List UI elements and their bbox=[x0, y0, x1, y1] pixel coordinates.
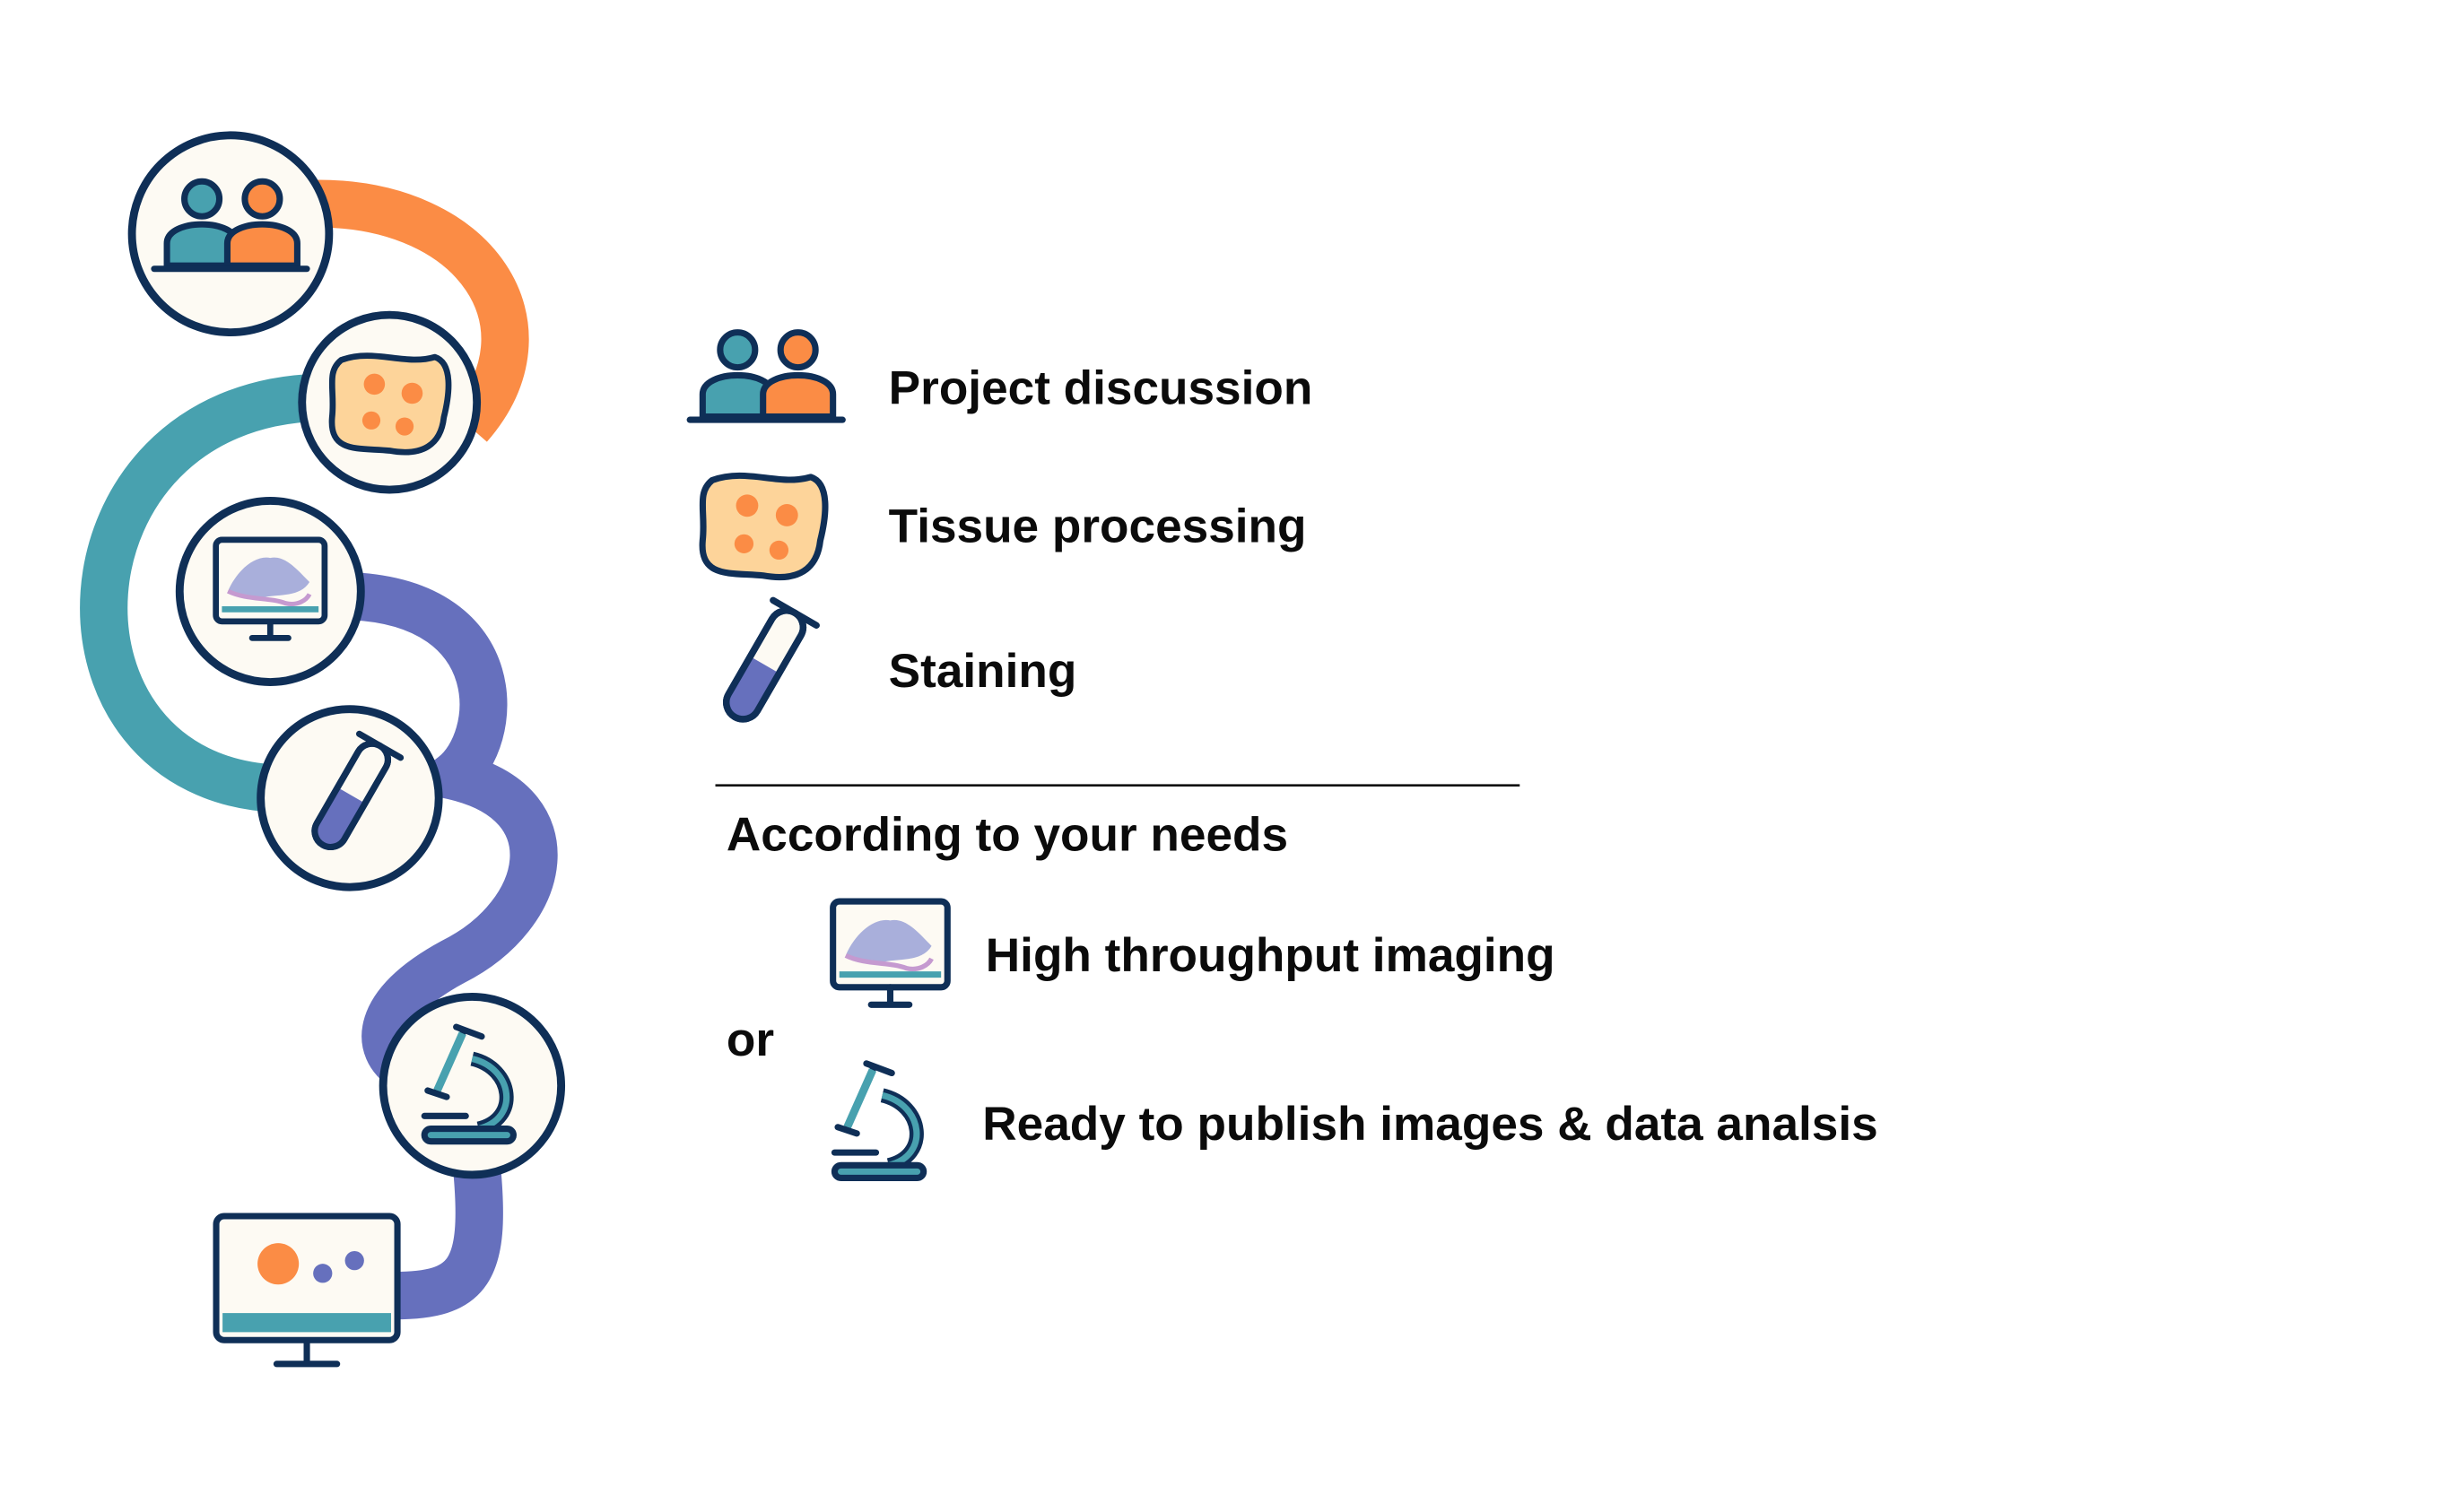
node-project-discussion bbox=[127, 131, 334, 337]
node-tissue-processing bbox=[298, 310, 482, 494]
microscope-icon bbox=[834, 1064, 923, 1178]
test-tube-icon bbox=[713, 600, 816, 729]
options-heading: According to your needs bbox=[727, 808, 1288, 861]
step-label-staining: Staining bbox=[889, 645, 1077, 698]
people-icon bbox=[690, 333, 842, 420]
purple-connector bbox=[351, 572, 558, 1089]
purple-connector-end bbox=[394, 1166, 503, 1320]
node-imaging bbox=[175, 497, 365, 686]
tissue-icon bbox=[702, 475, 825, 577]
data-analysis-monitor-icon bbox=[213, 1213, 401, 1368]
step-label-tissue-processing: Tissue processing bbox=[889, 500, 1307, 553]
option-label-imaging: High throughput imaging bbox=[986, 929, 1555, 982]
monitor-scan-icon bbox=[833, 901, 948, 1004]
or-label: or bbox=[727, 1013, 774, 1066]
node-staining bbox=[257, 705, 443, 891]
node-microscope bbox=[379, 992, 566, 1179]
monitor-scan-icon bbox=[216, 540, 325, 638]
step-label-project-discussion: Project discussion bbox=[889, 361, 1313, 414]
teal-connector bbox=[80, 373, 319, 813]
option-label-publish: Ready to publish images & data analsis bbox=[982, 1098, 1877, 1151]
orange-connector bbox=[318, 179, 529, 442]
tissue-icon bbox=[332, 356, 448, 453]
